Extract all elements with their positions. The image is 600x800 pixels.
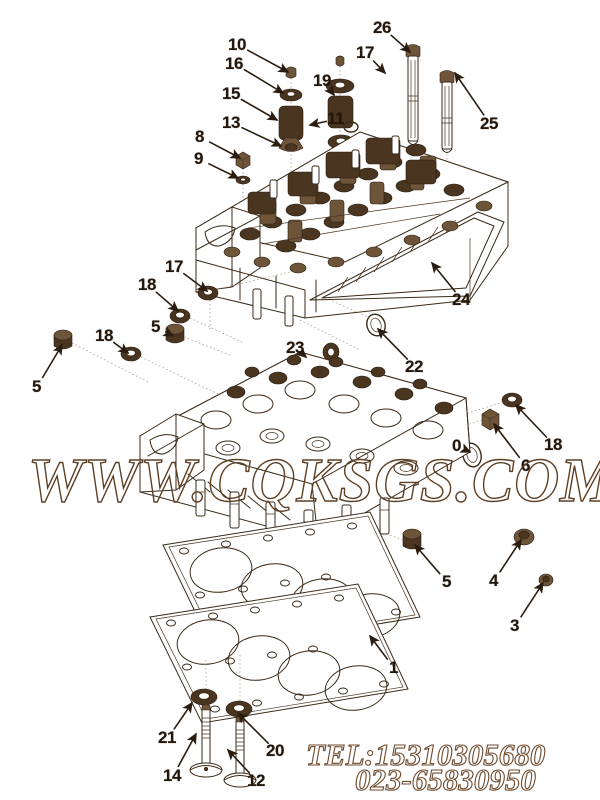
callout-number-25: 25 [480,114,498,133]
callout-number-9: 9 [194,149,203,168]
callout-number-20: 20 [266,741,284,760]
callout-number-12: 12 [247,771,265,790]
leader-line-9 [208,163,240,179]
leader-line-18 [155,291,180,313]
callout-number-18: 18 [544,435,562,454]
callout-number-13: 13 [222,113,240,132]
leader-line-3 [520,581,544,618]
leader-line-26 [390,34,412,54]
callout-number-23: 23 [286,338,304,357]
leader-line-18 [514,403,548,438]
leader-line-19 [324,84,335,97]
leader-line-1 [369,634,389,660]
leader-line-12 [226,748,251,774]
callout-number-14: 14 [163,766,181,785]
callout-number-4: 4 [489,571,498,590]
leader-line-6 [493,422,521,459]
leader-line-13 [241,126,283,147]
callout-number-5: 5 [32,377,41,396]
callout-number-21: 21 [158,728,176,747]
callout-number-1: 1 [389,658,398,677]
callout-number-5: 5 [151,317,160,336]
callout-number-18: 18 [95,326,113,345]
callout-leader-lines [41,34,548,774]
callout-number-19: 19 [313,71,331,90]
leader-line-15 [240,98,279,121]
head-gasket-lower [149,583,409,724]
callout-number-6: 6 [521,456,530,475]
leader-line-18 [113,341,130,354]
leader-line-5 [413,543,441,575]
callout-number-5: 5 [442,572,451,591]
leader-line-5 [41,343,63,379]
callout-number-10: 10 [228,35,246,54]
leader-line-25 [454,71,485,116]
valve-group [189,655,257,788]
leader-line-21 [173,701,193,730]
leader-line-22 [376,327,409,360]
leader-line-0 [459,443,472,453]
callout-number-11: 11 [327,109,344,128]
cylinder-head-lower-assembly [138,351,471,547]
cylinder-head-upper-assembly [194,131,510,351]
callout-number-26: 26 [373,18,391,37]
leader-line-23 [295,346,308,359]
leader-line-16 [243,68,285,94]
leader-line-14 [177,732,197,768]
leader-line-11 [308,117,328,128]
leader-line-8 [208,141,242,159]
callout-number-0: 0 [452,436,461,455]
callout-number-17: 17 [165,257,183,276]
leader-line-5 [162,326,175,337]
callout-number-17: 17 [356,43,374,62]
callout-number-16: 16 [225,54,243,73]
leader-line-24 [430,261,456,293]
head-bolt-group [405,44,455,220]
leader-line-20 [236,711,269,744]
leader-line-4 [499,538,522,573]
leader-line-17 [372,60,387,75]
leader-line-10 [246,49,290,73]
callout-number-22: 22 [405,357,423,376]
callout-number-24: 24 [452,290,470,309]
callout-number-8: 8 [195,127,204,146]
callout-number-3: 3 [510,616,519,635]
callout-number-18: 18 [138,275,156,294]
injector-component-stack [235,55,359,235]
leader-line-17 [183,272,209,292]
callout-number-15: 15 [222,84,240,103]
